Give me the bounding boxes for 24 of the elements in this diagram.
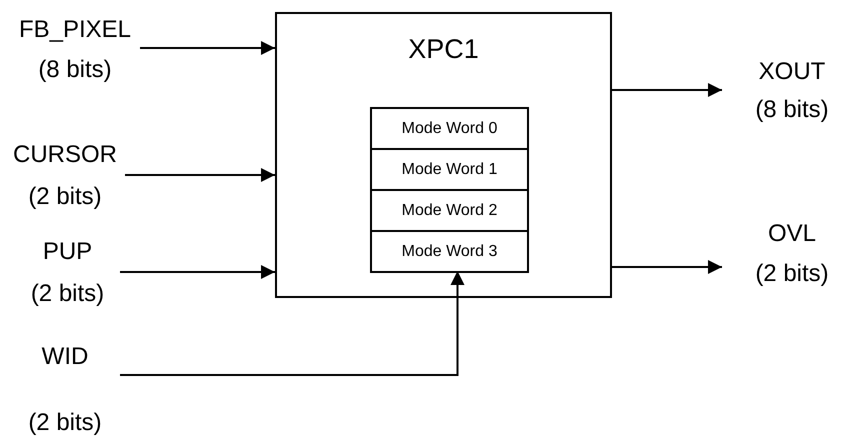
- arrow: [120, 271, 464, 376]
- arrow: [612, 83, 722, 97]
- bit-width: (2 bits): [755, 262, 829, 286]
- signal-name: FB_PIXEL: [18, 18, 132, 42]
- register-row: Mode Word 0: [370, 107, 529, 150]
- block-box: [275, 12, 612, 298]
- arrow: [140, 41, 275, 55]
- signal-name: WID: [42, 345, 88, 369]
- bit-width: (8 bits): [755, 98, 829, 122]
- bit-width: (2 bits): [30, 282, 104, 306]
- bit-width: (2 bits): [28, 411, 102, 435]
- signal-name: PUP: [42, 240, 92, 264]
- arrow: [120, 265, 275, 279]
- bit-width: (8 bits): [38, 58, 112, 82]
- signal-name: OVL: [768, 222, 816, 246]
- signal-name: XOUT: [758, 60, 826, 84]
- block-title: XPC1: [407, 36, 480, 63]
- register-row: Mode Word 1: [370, 148, 529, 191]
- arrow: [125, 168, 275, 182]
- register-row: Mode Word 2: [370, 189, 529, 232]
- register-row: Mode Word 3: [370, 230, 529, 273]
- signal-name: CURSOR: [12, 143, 117, 167]
- arrow: [612, 260, 722, 274]
- bit-width: (2 bits): [28, 185, 102, 209]
